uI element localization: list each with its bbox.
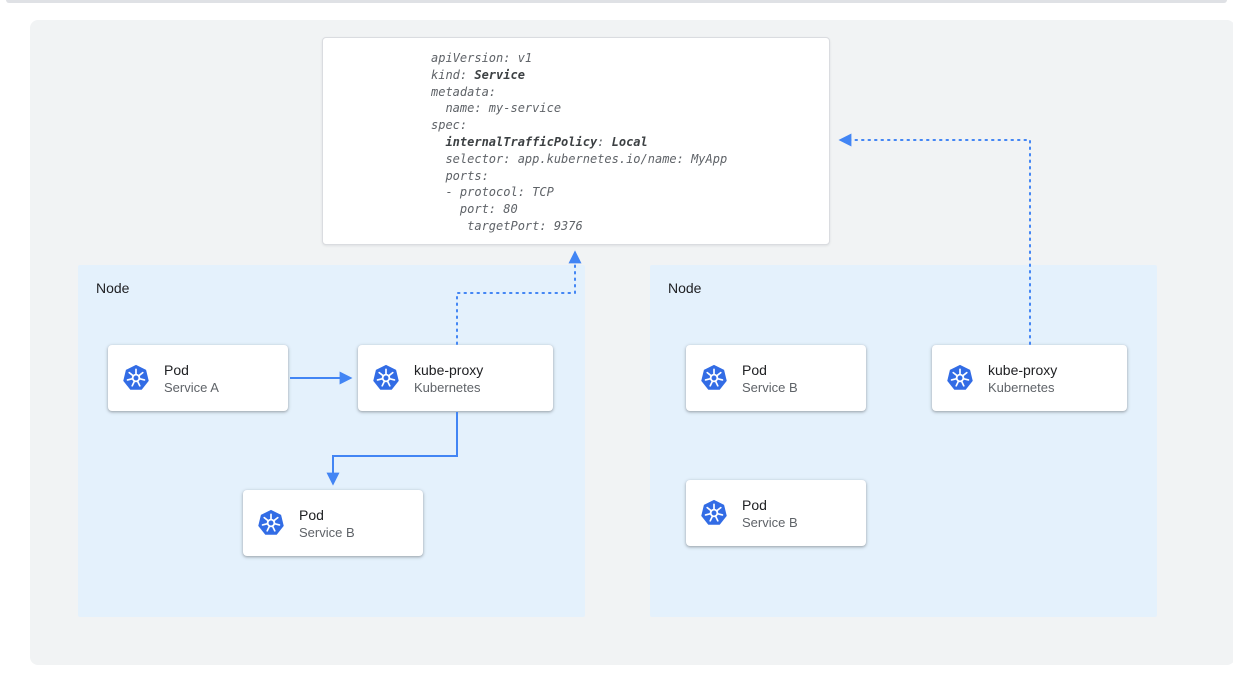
yaml-line: spec: [431,118,468,133]
card-title: Pod [299,506,324,523]
yaml-line: metadata: [431,84,497,99]
top-divider [6,0,1227,3]
card-title: kube-proxy [988,361,1058,378]
kube-proxy-card-left: kube-proxy Kubernetes [358,345,553,411]
yaml-code: apiVersion: v1 kind: Service metadata: nam… [431,50,813,235]
node-label: Node [668,280,702,296]
kubernetes-icon [122,364,150,392]
card-title: kube-proxy [414,361,484,378]
yaml-line: port: 80 [431,202,518,217]
card-subtitle: Kubernetes [414,379,481,395]
card-subtitle: Service B [299,524,355,540]
yaml-line: targetPort: 9376 [431,218,583,233]
node-label: Node [96,280,130,296]
kubernetes-icon [257,509,285,537]
yaml-line: selector: app.kubernetes.io/name: MyApp [431,151,728,166]
kubernetes-icon [372,364,400,392]
pod-service-b-card-right-top: Pod Service B [686,345,866,411]
pod-service-a-card: Pod Service A [108,345,288,411]
card-subtitle: Service B [742,514,798,530]
kube-proxy-card-right: kube-proxy Kubernetes [932,345,1127,411]
yaml-line: kind: Service [431,67,525,82]
card-title: Pod [164,361,189,378]
yaml-line: internalTrafficPolicy: Local [445,134,648,149]
kubernetes-icon [700,364,728,392]
yaml-line: ports: [431,168,489,183]
card-subtitle: Service B [742,379,798,395]
card-title: Pod [742,361,767,378]
card-subtitle: Service A [164,379,219,395]
pod-service-b-card-left: Pod Service B [243,490,423,556]
node-box-left: Node Pod Service A kube-proxy Kubernetes… [78,265,585,617]
kubernetes-icon [700,499,728,527]
card-subtitle: Kubernetes [988,379,1055,395]
yaml-line: - protocol: TCP [431,185,554,200]
service-yaml-box: apiVersion: v1 kind: Service metadata: nam… [322,37,830,245]
node-box-right: Node Pod Service B kube-proxy Kubernetes… [650,265,1157,617]
kubernetes-icon [946,364,974,392]
yaml-line: apiVersion: v1 [431,51,533,65]
card-title: Pod [742,496,767,513]
pod-service-b-card-right-bottom: Pod Service B [686,480,866,546]
yaml-line: name: my-service [431,101,562,116]
